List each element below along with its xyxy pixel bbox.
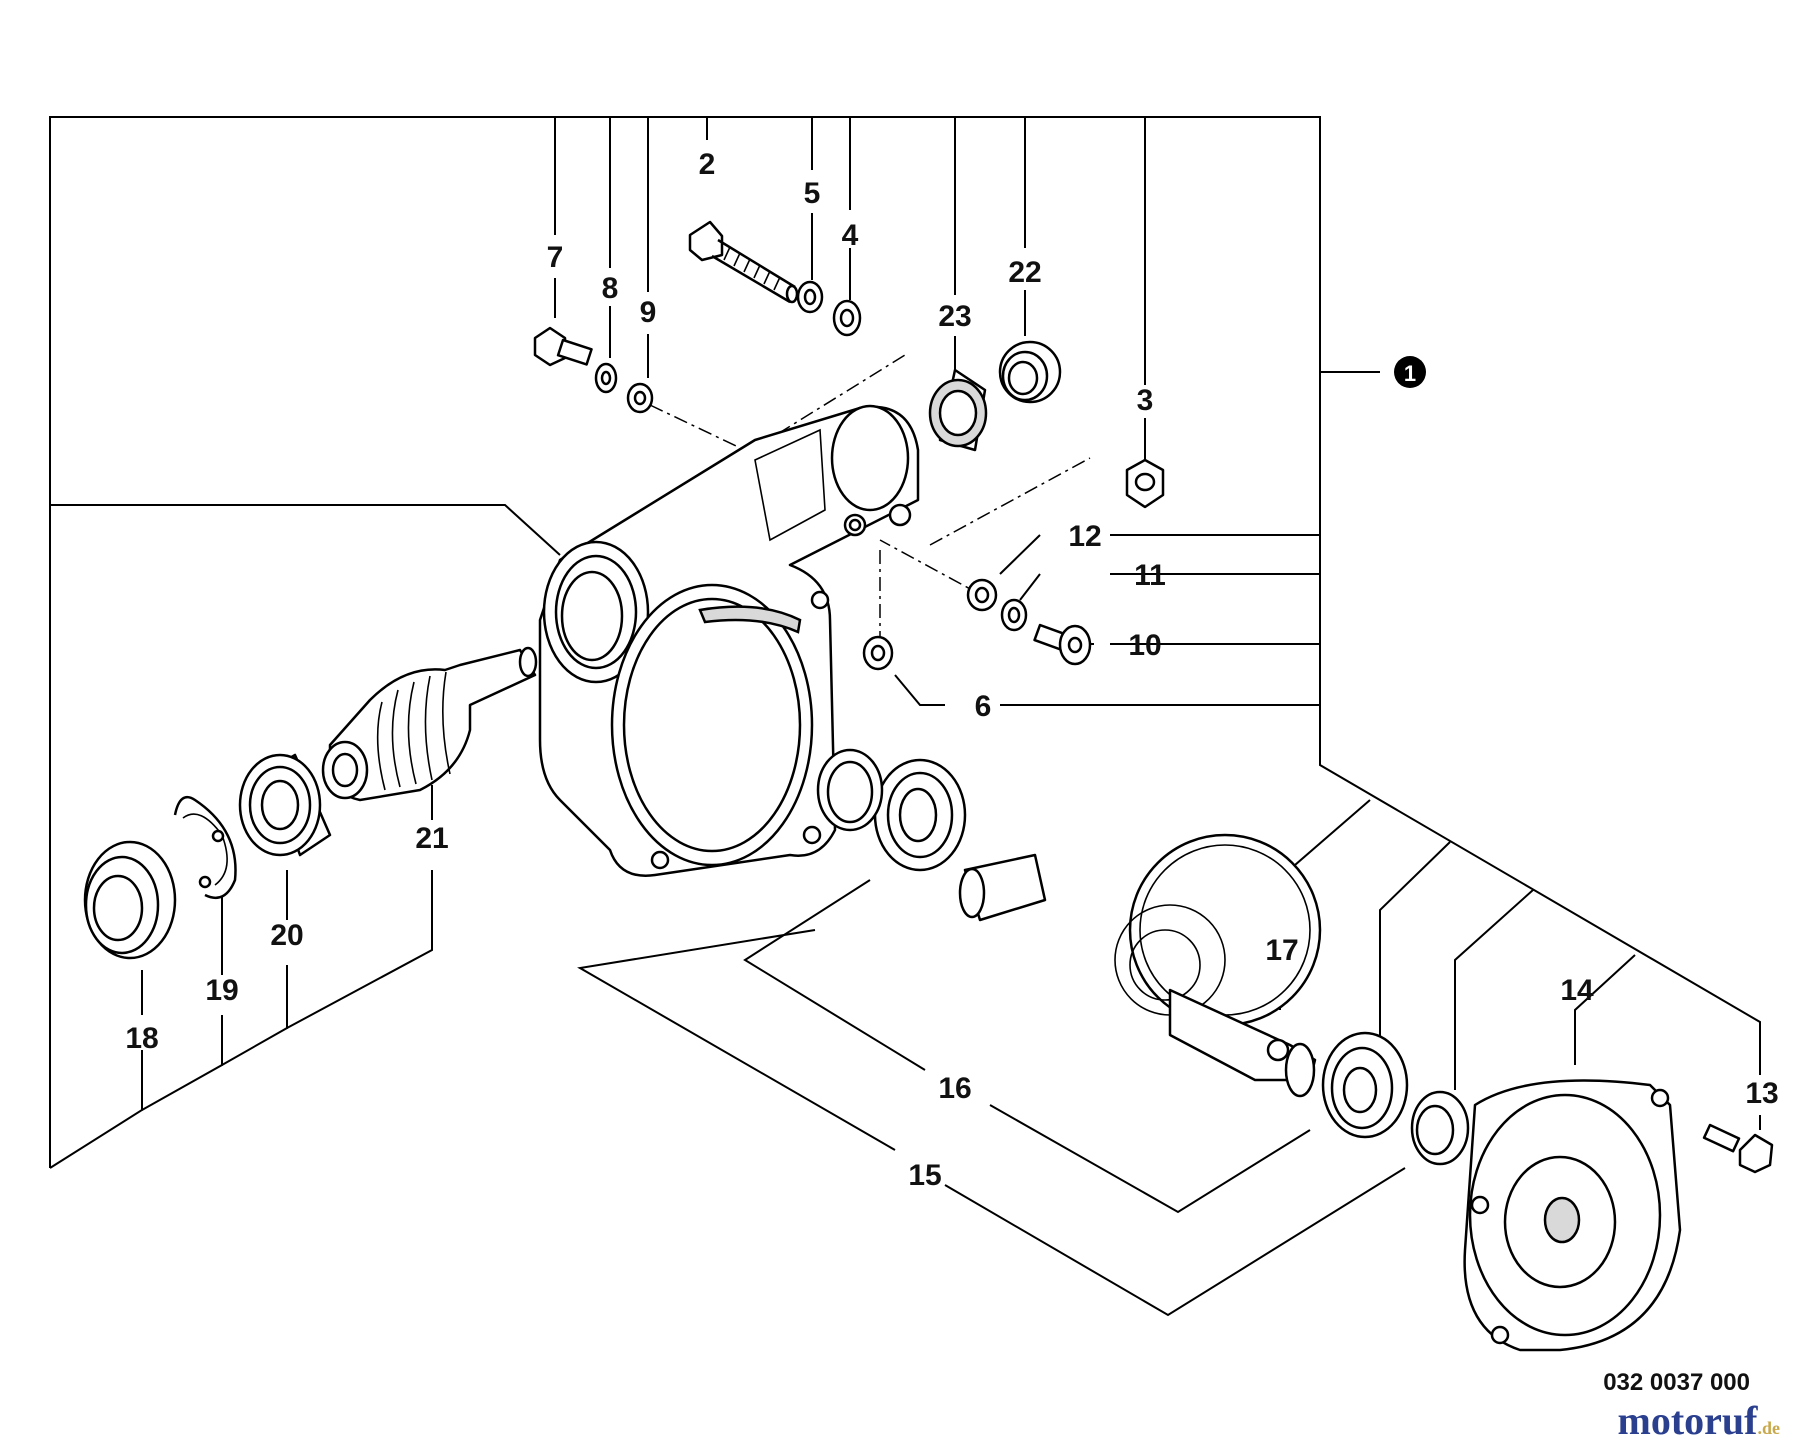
- part-22-seal: [998, 340, 1062, 404]
- part-12-washer: [966, 578, 998, 612]
- part-8-washer: [594, 362, 618, 394]
- label-8: 8: [602, 272, 619, 305]
- part-15-seal: [816, 748, 884, 832]
- gear-housing: [538, 404, 920, 877]
- label-13: 13: [1745, 1077, 1778, 1110]
- part-13-bolt: [1702, 1123, 1774, 1174]
- label-10: 10: [1128, 629, 1161, 662]
- part-17-gear-shaft: [958, 833, 1322, 1098]
- part-16-ball-bearing-right: [1321, 1031, 1409, 1139]
- center-leader-lines: [577, 879, 1406, 1317]
- label-18: 18: [125, 1022, 158, 1055]
- part-5-washer: [796, 280, 824, 314]
- label-11: 11: [1134, 559, 1166, 592]
- label-2: 2: [699, 148, 716, 181]
- label-23: 23: [938, 300, 971, 333]
- watermark-main: motoruf: [1618, 1398, 1759, 1443]
- watermark-suffix: .de: [1758, 1418, 1781, 1438]
- label-7: 7: [547, 241, 564, 274]
- label-17: 17: [1265, 934, 1298, 967]
- label-20: 20: [270, 919, 303, 952]
- label-22: 22: [1008, 256, 1041, 289]
- label-21: 21: [415, 822, 448, 855]
- part-9-washer: [626, 382, 654, 414]
- part-21-worm-shaft: [321, 646, 538, 802]
- label-6: 6: [975, 690, 992, 723]
- part-labels: 2 3 4 5 6 7 8 9 10 11 12 13 14 15 16 17 …: [125, 148, 1778, 1192]
- assembly-marker: 1: [1394, 356, 1426, 388]
- part-10-screw: [1033, 623, 1092, 666]
- label-15: 15: [908, 1159, 941, 1192]
- label-5: 5: [804, 177, 821, 210]
- label-3: 3: [1137, 384, 1154, 417]
- part-4-washer: [832, 299, 862, 337]
- part-7-short-bolt: [533, 326, 593, 367]
- label-14: 14: [1560, 974, 1594, 1007]
- part-20-ball-bearing: [238, 753, 332, 857]
- part-3-nut: [1125, 458, 1165, 509]
- part-2-long-bolt: [688, 220, 799, 304]
- label-9: 9: [640, 296, 657, 329]
- assembly-bracket: [49, 116, 1761, 1168]
- part-11-washer: [1000, 598, 1028, 632]
- label-19: 19: [205, 974, 238, 1007]
- part-6-washer: [862, 635, 894, 671]
- part-16-ball-bearing: [873, 758, 967, 872]
- part-14-cover: [1463, 1079, 1682, 1352]
- svg-text:1: 1: [1404, 361, 1416, 386]
- label-4: 4: [842, 219, 859, 252]
- part-15-seal-right: [1410, 1090, 1470, 1166]
- part-18-seal: [83, 840, 177, 960]
- label-12: 12: [1068, 520, 1101, 553]
- svg-text:motoruf.de: motoruf.de: [1618, 1398, 1780, 1443]
- part-23-needle-bearing: [928, 368, 988, 452]
- label-16: 16: [938, 1072, 971, 1105]
- watermark-logo: motoruf.de: [1618, 1398, 1780, 1443]
- lower-left-leader-lines: [49, 785, 433, 1169]
- right-leader-lines: [894, 534, 1320, 706]
- drawing-number: 032 0037 000: [1603, 1369, 1750, 1396]
- top-leader-lines: [554, 117, 1146, 460]
- part-19-circlip: [173, 795, 237, 900]
